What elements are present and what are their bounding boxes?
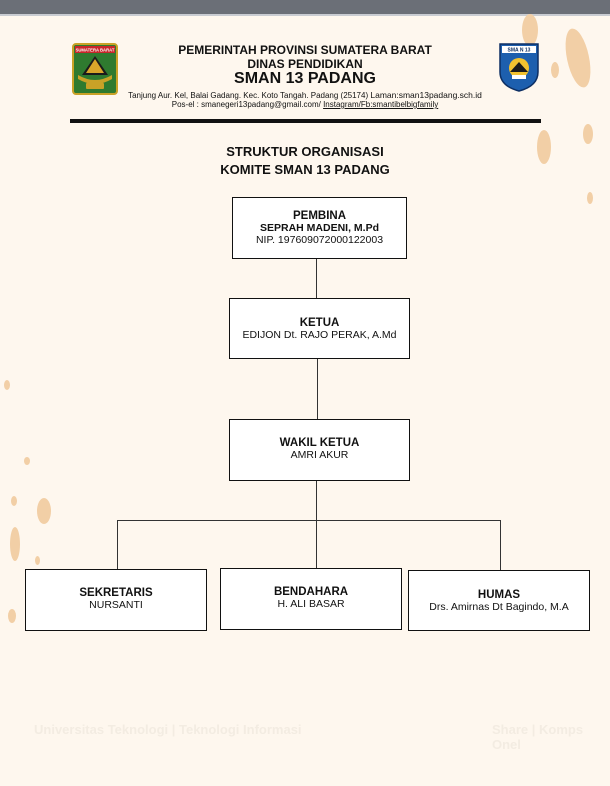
connector-line: [317, 358, 318, 419]
org-person: Drs. Amirnas Dt Bagindo, M.A: [429, 601, 569, 613]
org-box-ketua: KETUA EDIJON Dt. RAJO PERAK, A.Md: [229, 298, 410, 359]
decor-blob: [11, 496, 17, 506]
footer-watermark-left: Universitas Teknologi | Teknologi Inform…: [34, 722, 302, 737]
org-role: BENDAHARA: [273, 586, 349, 598]
decor-blob: [10, 527, 20, 561]
org-role: WAKIL KETUA: [279, 437, 360, 449]
logo-left-text: SUMATERA BARAT: [76, 48, 115, 53]
decor-blob: [537, 130, 551, 164]
decor-blob: [24, 457, 30, 465]
header-email: Pos-el : smanegeri13padang@gmail.com/: [171, 100, 321, 109]
decor-blob: [551, 62, 559, 78]
org-person: EDIJON Dt. RAJO PERAK, A.Md: [242, 329, 397, 341]
decor-blob: [522, 14, 538, 46]
header-school-name: SMAN 13 PADANG: [234, 70, 376, 87]
org-box-pembina: PEMBINA SEPRAH MADENI, M.Pd NIP. 1976090…: [232, 197, 407, 259]
page-title: STRUKTUR ORGANISASI: [226, 144, 384, 159]
decor-blob: [8, 609, 16, 623]
org-role: HUMAS: [477, 589, 521, 601]
logo-right-text: SMA N 13: [508, 48, 531, 54]
org-box-wakil-ketua: WAKIL KETUA AMRI AKUR: [229, 419, 410, 481]
decor-blob: [4, 380, 10, 390]
decor-blob: [583, 124, 593, 144]
connector-line: [117, 520, 118, 569]
header-contact-line: Pos-el : smanegeri13padang@gmail.com/ In…: [100, 100, 510, 109]
org-box-bendahara: BENDAHARA H. ALI BASAR: [220, 568, 402, 630]
org-person: NURSANTI: [89, 599, 143, 611]
org-role: PEMBINA: [292, 210, 347, 222]
header-divider: [70, 119, 541, 123]
page-subtitle: KOMITE SMAN 13 PADANG: [220, 162, 390, 177]
header-social-link[interactable]: Instagram/Fb:smantibelbigfamily: [323, 100, 439, 109]
org-person: SEPRAH MADENI, M.Pd: [259, 222, 379, 234]
org-nip: NIP. 197609072000122003: [255, 234, 384, 246]
org-box-humas: HUMAS Drs. Amirnas Dt Bagindo, M.A: [408, 570, 590, 631]
header-address: Tanjung Aur. Kel, Balai Gadang. Kec. Kot…: [128, 91, 369, 100]
footer-watermark-right: Share | Komps Onel: [492, 722, 584, 752]
connector-line: [316, 258, 317, 299]
org-person: H. ALI BASAR: [277, 598, 345, 610]
header-website: Laman:sman13padang.sch.id: [370, 90, 482, 100]
org-box-sekretaris: SEKRETARIS NURSANTI: [25, 569, 207, 631]
window-top-bar-edge: [0, 14, 610, 16]
sman13-emblem-icon: SMA N 13: [499, 43, 539, 92]
decor-blob: [35, 556, 40, 565]
decor-blob: [37, 498, 51, 524]
window-top-bar: [0, 0, 610, 14]
sumbar-emblem-icon: SUMATERA BARAT: [72, 43, 118, 95]
header-government: PEMERINTAH PROVINSI SUMATERA BARAT: [178, 43, 432, 57]
connector-line: [316, 480, 317, 568]
connector-line: [117, 520, 501, 521]
org-role: KETUA: [299, 317, 340, 329]
decor-blob: [587, 192, 593, 204]
org-person: AMRI AKUR: [290, 449, 349, 461]
org-role: SEKRETARIS: [79, 587, 153, 599]
connector-line: [500, 520, 501, 570]
header-address-line: Tanjung Aur. Kel, Balai Gadang. Kec. Kot…: [100, 90, 510, 100]
decor-blob: [561, 26, 595, 90]
header-department: DINAS PENDIDIKAN: [247, 57, 363, 71]
